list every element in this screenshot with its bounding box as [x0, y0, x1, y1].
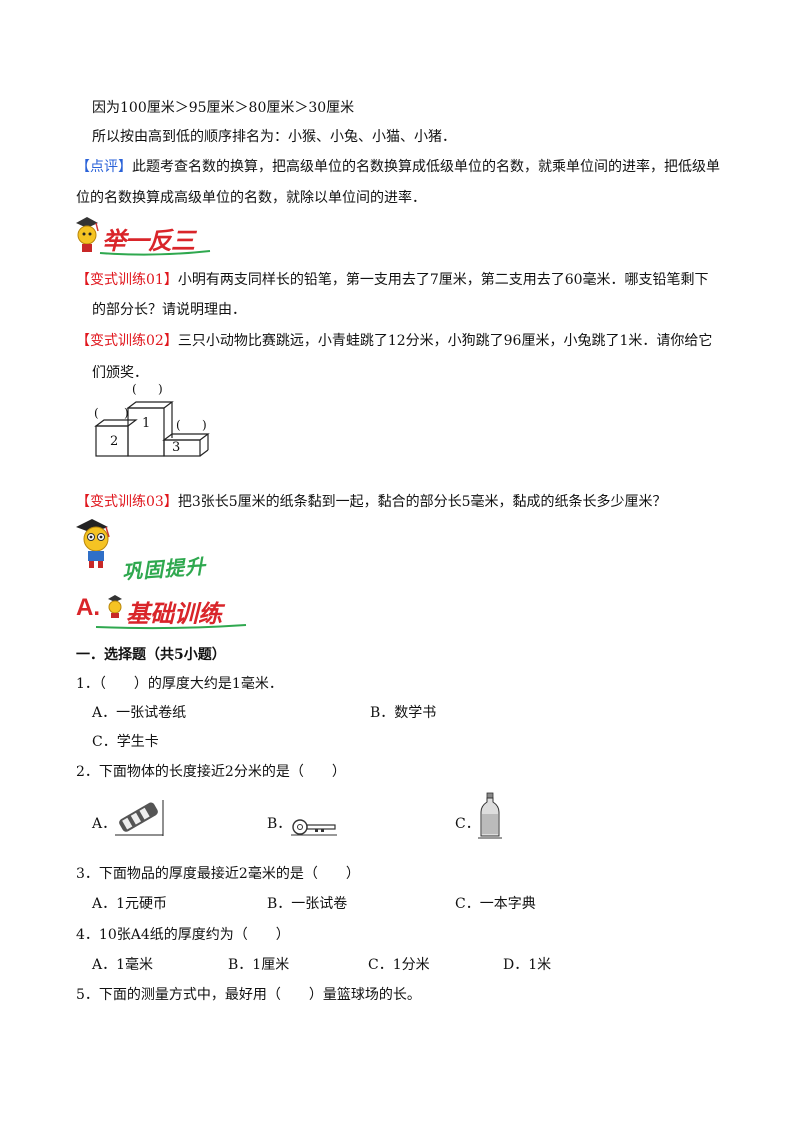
- stapler-image-icon: [115, 800, 164, 836]
- exercise-02-line-2: 们颁奖．: [92, 365, 148, 381]
- question-2-option-c[interactable]: C．: [455, 816, 480, 832]
- question-5-stem: 5．下面的测量方式中，最好用（ ）量篮球场的长。: [76, 987, 421, 1003]
- podium-place-1: 1: [142, 416, 151, 431]
- comment-line-2: 位的名数换算成高级单位的名数，就除以单位间的进率．: [76, 190, 426, 206]
- question-4-option-d[interactable]: D．1米: [503, 957, 552, 973]
- exercise-01-tag: 【变式训练01】: [76, 272, 178, 288]
- bottle-image-icon: [478, 792, 502, 839]
- question-1-option-a[interactable]: A．一张试卷纸: [92, 705, 187, 721]
- exercise-03-tag: 【变式训练03】: [76, 494, 178, 510]
- training-underline: [95, 624, 247, 630]
- practice-banner: 举一反三: [72, 215, 212, 256]
- exercise-01-text-1: 小明有两支同样长的铅笔，第一支用去了7厘米，第二支用去了60毫米．哪支铅笔剩下: [177, 272, 709, 288]
- solution-line-2: 所以按由高到低的顺序排名为：小猴、小兔、小猫、小猪．: [92, 129, 456, 145]
- question-4-option-b[interactable]: B．1厘米: [228, 957, 290, 973]
- comment-line-1: 【点评】此题考查名数的换算，把高级单位的名数换算成低级单位的名数，就乘单位间的进…: [76, 157, 720, 177]
- podium-figure: ( ) ( ) ( ) 1 2 3: [92, 382, 212, 460]
- question-2-option-a[interactable]: A．: [92, 816, 117, 832]
- podium-drawing: [94, 401, 210, 457]
- question-1-stem: 1．（ ）的厚度大约是1毫米．: [76, 676, 283, 692]
- exercise-01-line-2: 的部分长？请说明理由．: [92, 302, 246, 318]
- comment-text-1: 此题考查名数的换算，把高级单位的名数换算成低级单位的名数，就乘单位间的进率，把低…: [132, 159, 720, 175]
- exercise-02-tag: 【变式训练02】: [76, 333, 178, 349]
- podium-place-2: 2: [110, 434, 119, 449]
- question-4-stem: 4．10张A4纸的厚度约为（ ）: [76, 927, 290, 943]
- exercise-02-line-1: 【变式训练02】三只小动物比赛跳远，小青蛙跳了12分米，小狗跳了96厘米，小兔跳…: [76, 331, 712, 351]
- scholar-mascot-icon: [76, 217, 99, 252]
- question-2-stem: 2．下面物体的长度接近2分米的是（ ）: [76, 764, 346, 780]
- question-2-option-b[interactable]: B．: [267, 816, 292, 832]
- podium-bracket-2-open: (: [94, 406, 99, 420]
- podium-bracket-1-open: (: [132, 382, 137, 396]
- podium-place-3: 3: [172, 440, 181, 455]
- key-image-icon: [291, 819, 337, 836]
- student-mascot-icon: [76, 519, 110, 568]
- podium-bracket-3-close: ): [202, 418, 207, 432]
- podium-bracket-2-close: ): [124, 406, 129, 420]
- question-4-option-a[interactable]: A．1毫米: [92, 957, 154, 973]
- podium-bracket-3-open: (: [176, 418, 181, 432]
- choice-heading: 一．选择题（共5小题）: [76, 647, 226, 663]
- comment-tag: 【点评】: [76, 159, 132, 175]
- exercise-03-text-1: 把3张长5厘米的纸条黏到一起，黏合的部分长5毫米，黏成的纸条长多少厘米？: [177, 494, 667, 510]
- trophy-icon: [108, 595, 122, 618]
- consolidate-banner: 巩固提升: [72, 515, 232, 585]
- solution-line-1: 因为100厘米＞95厘米＞80厘米＞30厘米: [92, 100, 355, 116]
- question-3-option-c[interactable]: C．一本字典: [455, 896, 536, 912]
- banner-swoosh: [99, 250, 211, 256]
- consolidate-banner-text: 巩固提升: [121, 554, 207, 584]
- training-letter: A.: [76, 594, 100, 621]
- exercise-02-text-1: 三只小动物比赛跳远，小青蛙跳了12分米，小狗跳了96厘米，小兔跳了1米．请你给它: [177, 333, 713, 349]
- exercise-01-line-1: 【变式训练01】小明有两支同样长的铅笔，第一支用去了7厘米，第二支用去了60毫米…: [76, 270, 709, 290]
- basic-training-header: A. 基础训练: [76, 592, 247, 630]
- question-3-stem: 3．下面物品的厚度最接近2毫米的是（ ）: [76, 866, 360, 882]
- question-3-option-b[interactable]: B．一张试卷: [267, 896, 348, 912]
- question-4-option-c[interactable]: C．1分米: [368, 957, 430, 973]
- exercise-03-line-1: 【变式训练03】把3张长5厘米的纸条黏到一起，黏合的部分长5毫米，黏成的纸条长多…: [76, 492, 667, 512]
- practice-banner-text: 举一反三: [102, 226, 195, 255]
- question-1-option-c[interactable]: C．学生卡: [92, 734, 159, 750]
- question-3-option-a[interactable]: A．1元硬币: [92, 896, 168, 912]
- training-title: 基础训练: [126, 599, 222, 628]
- question-1-option-b[interactable]: B．数学书: [370, 705, 437, 721]
- podium-bracket-1-close: ): [158, 382, 163, 396]
